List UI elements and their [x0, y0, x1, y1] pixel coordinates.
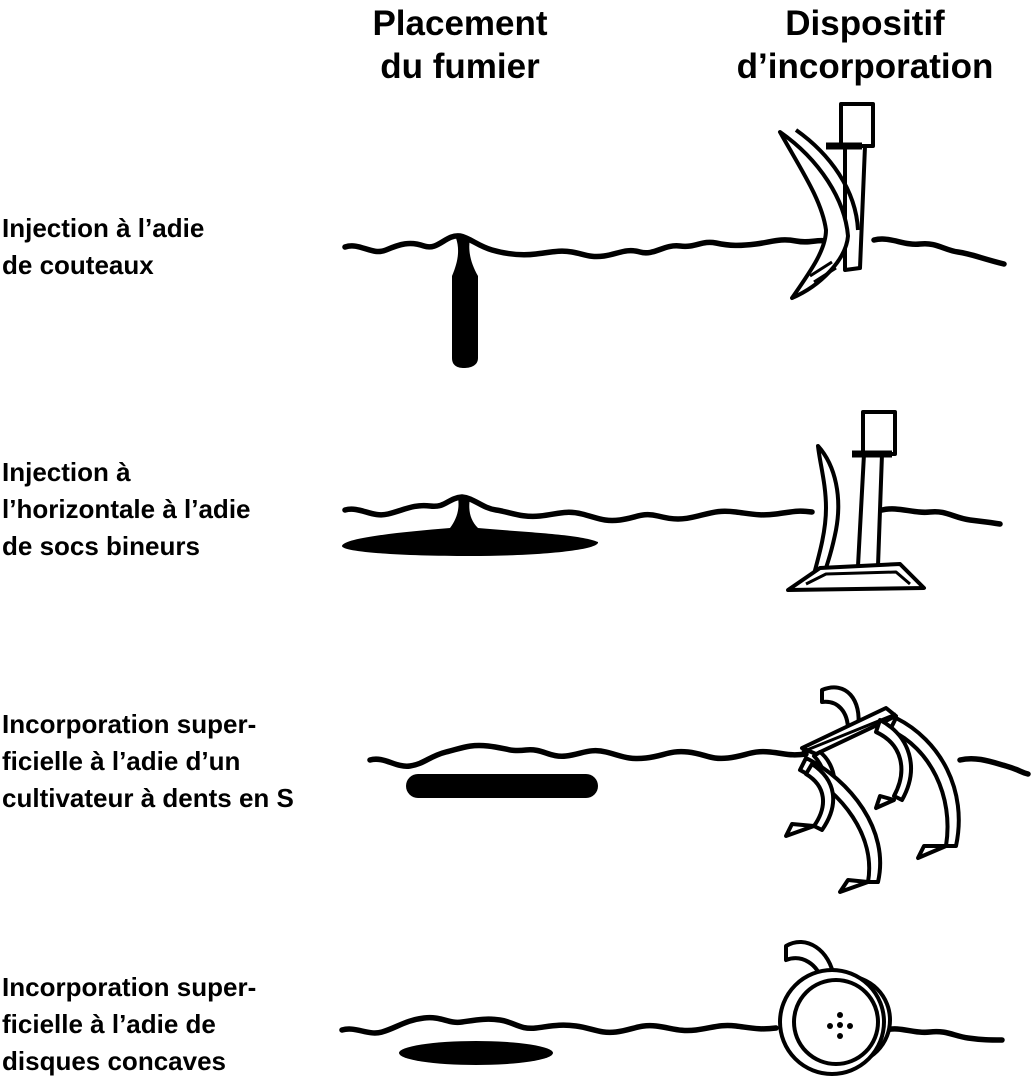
row-1-label-line-1: Injection à l’adie: [2, 213, 205, 243]
row-2-label-line-1: Injection à: [2, 457, 131, 487]
row-3-label-line-1: Incorporation super-: [2, 709, 257, 739]
row-3-ground-line: [367, 742, 1031, 777]
placement-column-header: Placement du fumier: [340, 2, 580, 88]
row-4-label-line-2: ficielle à l’adie de: [2, 1009, 216, 1039]
device-column-header: Dispositif d’incorporation: [730, 2, 1000, 88]
shallow-oval-deposit: [399, 1041, 553, 1065]
row-4-ground-line: [339, 1014, 1005, 1043]
row-4-label-line-1: Incorporation super-: [2, 972, 257, 1002]
row-2-label-line-3: de socs bineurs: [2, 531, 200, 561]
horizontal-sweep-deposit: [342, 498, 599, 556]
row-3-label-line-3: cultivateur à dents en S: [2, 783, 294, 813]
row-2-ground-line: [342, 494, 1003, 527]
concave-disc-icon: [778, 939, 892, 1076]
vertical-slot-deposit: [452, 238, 478, 368]
knife-shank-icon: [778, 102, 875, 300]
row-label-s-tine-incorporation: Incorporation super- ficielle à l’adie d…: [2, 706, 294, 817]
placement-header-line-1: Placement: [372, 4, 548, 43]
device-header-line-1: Dispositif: [785, 4, 945, 43]
s-tine-cultivator-icon: [784, 685, 961, 894]
device-header-line-2: d’incorporation: [736, 47, 994, 86]
row-1-label-line-2: de couteaux: [2, 250, 154, 280]
shallow-band-deposit: [406, 774, 598, 798]
row-label-horizontal-injection: Injection à l’horizontale à l’adie de so…: [2, 454, 251, 565]
row-2-label-line-2: l’horizontale à l’adie: [2, 494, 251, 524]
row-label-disc-incorporation: Incorporation super- ficielle à l’adie d…: [2, 969, 256, 1080]
row-4-label-line-3: disques concaves: [2, 1046, 226, 1076]
row-label-knife-injection: Injection à l’adie de couteaux: [2, 210, 204, 284]
placement-header-line-2: du fumier: [380, 47, 540, 86]
row-3-label-line-2: ficielle à l’adie d’un: [2, 746, 241, 776]
row-1-ground-line: [342, 233, 1007, 267]
sweep-shank-icon: [786, 410, 926, 592]
